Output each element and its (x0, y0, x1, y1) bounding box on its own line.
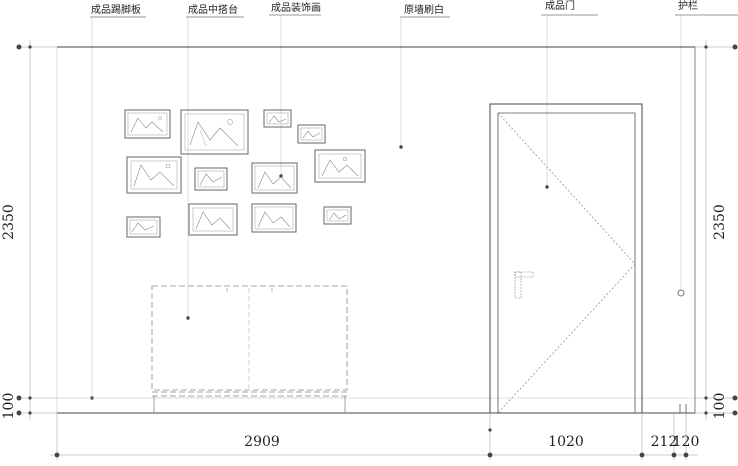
painting-frame (194, 167, 228, 191)
callout-baseboard: 成品踢脚板 (90, 3, 146, 400)
leader-dot-wall (399, 145, 403, 149)
painting-frame (188, 203, 238, 236)
dim-node (683, 452, 689, 458)
callout-cabinet: 成品中搭台 (186, 3, 244, 320)
dim-width-gap1: 212 (651, 434, 678, 450)
dim-node (671, 452, 677, 458)
painting-group (124, 109, 366, 238)
dim-node (54, 452, 60, 458)
dim-right-base: 100 (712, 393, 728, 420)
dim-node (639, 452, 645, 458)
dim-node (16, 395, 22, 401)
dim-right-height: 2350 (712, 204, 728, 240)
callout-painting: 成品装饰画 (269, 1, 321, 178)
dim-node (487, 452, 493, 458)
label-railing: 护栏 (678, 0, 698, 12)
wall-outline (56, 46, 696, 414)
painting-frame (251, 203, 297, 233)
dim-left-height: 2350 (1, 204, 17, 240)
callout-railing: 护栏 (675, 0, 738, 297)
dim-width-door: 1020 (548, 434, 584, 450)
dim-width-main: 2909 (244, 434, 280, 450)
label-baseboard: 成品踢脚板 (91, 3, 141, 16)
dim-node (732, 44, 738, 50)
railing-knob (677, 289, 685, 297)
painting-frame (314, 149, 366, 183)
callout-door: 成品门 (541, 0, 598, 189)
painting-frame (251, 162, 298, 194)
callout-wall: 原墙刷白 (399, 3, 450, 149)
dim-node (16, 410, 22, 416)
door-swing-line (497, 112, 636, 414)
painting-frame (323, 206, 352, 225)
dim-node (16, 44, 22, 50)
dim-node (732, 395, 738, 401)
label-wall: 原墙刷白 (404, 3, 444, 16)
leader-dot-cabinet (186, 316, 190, 320)
dimension-bottom: 2909 1020 212 120 (50, 413, 699, 460)
cabinet (151, 285, 348, 413)
label-cabinet: 成品中搭台 (188, 3, 238, 16)
dimension-left: 2350 100 (1, 40, 57, 420)
painting-frame (126, 216, 161, 238)
painting-frame (126, 156, 182, 194)
leader-dot-painting (279, 174, 283, 178)
painting-frame (124, 109, 171, 139)
dimension-right: 2350 100 (695, 40, 738, 420)
dim-width-gap2: 120 (673, 434, 700, 450)
painting-frame (263, 109, 292, 128)
door-handle (514, 271, 534, 299)
painting-frame (297, 124, 326, 144)
leader-dot-door (545, 185, 549, 189)
label-door: 成品门 (545, 0, 575, 12)
label-painting: 成品装饰画 (271, 1, 321, 14)
door (489, 103, 643, 414)
painting-frame (180, 109, 249, 155)
dim-left-base: 100 (1, 393, 17, 420)
dim-node (732, 410, 738, 416)
